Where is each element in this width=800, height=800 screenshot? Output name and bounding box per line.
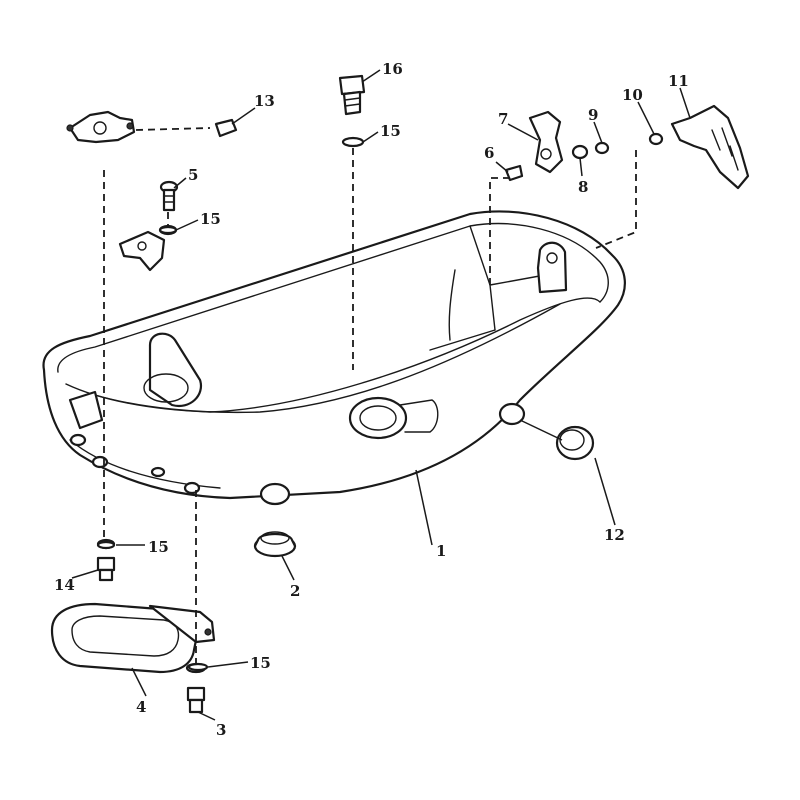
handle-assembly bbox=[648, 104, 750, 190]
callout-3: 3 bbox=[216, 721, 226, 739]
callout-15-a: 15 bbox=[200, 210, 221, 228]
callout-labels: 1 2 3 4 5 6 7 8 9 10 11 12 13 14 15 15 1… bbox=[54, 60, 689, 739]
callout-15-d: 15 bbox=[250, 654, 271, 672]
bracket-part-4 bbox=[50, 602, 216, 674]
callout-7: 7 bbox=[498, 110, 508, 128]
callout-13: 13 bbox=[254, 92, 275, 110]
callout-12: 12 bbox=[604, 526, 625, 544]
callout-15-b: 15 bbox=[380, 122, 401, 140]
washer-part-15-group bbox=[96, 225, 209, 672]
bolt-part-16 bbox=[338, 74, 366, 116]
callout-8: 8 bbox=[578, 178, 588, 196]
washer-part-15-top bbox=[341, 136, 365, 148]
callout-5: 5 bbox=[188, 166, 198, 184]
screw-part-5 bbox=[159, 180, 179, 212]
grommet-part-2 bbox=[253, 482, 297, 558]
callout-11: 11 bbox=[668, 72, 689, 90]
callout-4: 4 bbox=[136, 698, 146, 716]
callout-6: 6 bbox=[484, 144, 494, 162]
nut-part-13 bbox=[214, 118, 238, 138]
callout-2: 2 bbox=[290, 582, 300, 600]
lower-cowl-part-1 bbox=[42, 210, 626, 500]
bolt-part-3 bbox=[185, 662, 207, 714]
callout-15-c: 15 bbox=[148, 538, 169, 556]
callout-1: 1 bbox=[436, 542, 446, 560]
callout-16: 16 bbox=[382, 60, 403, 78]
callout-10: 10 bbox=[622, 86, 643, 104]
plug-part-12 bbox=[555, 425, 595, 461]
mount-bracket-top-left bbox=[66, 110, 136, 144]
callout-9: 9 bbox=[588, 106, 598, 124]
assembly-guide-lines bbox=[103, 127, 637, 665]
leader-lines bbox=[71, 69, 691, 721]
callout-14: 14 bbox=[54, 576, 75, 594]
